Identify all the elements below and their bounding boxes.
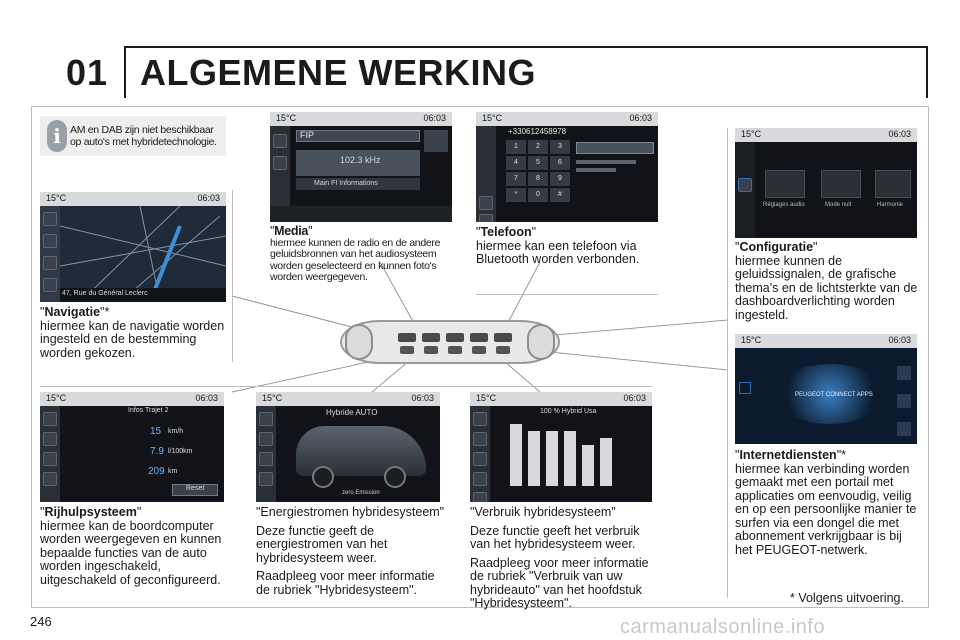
footnote: * Volgens uitvoering.: [790, 591, 904, 605]
info-note-text: AM en DAB zijn niet beschikbaar op auto'…: [70, 124, 217, 148]
telefoon-keypad: 1 2 3 4 5 6 7 8 9 * 0 #: [506, 140, 572, 202]
configuratie-caption: "Configuratie" hiermee kunnen de geluids…: [735, 240, 918, 322]
chapter-title: ALGEMENE WERKING: [140, 52, 537, 93]
divider: [476, 294, 658, 295]
media-screen: 15°C 06:03 FIP 102.3 kHz Main FI Informa…: [270, 112, 452, 222]
chapter-number: 01: [66, 52, 109, 93]
energie-caption: "Energiestromen hybridesysteem" Deze fun…: [256, 505, 445, 597]
media-caption: "Media" hiermee kunnen de radio en de an…: [270, 224, 441, 283]
telefoon-number: +330612458978: [508, 127, 567, 136]
navigatie-address: 47, Rue du Général Leclerc: [62, 290, 148, 297]
navigatie-screen: 15°C 06:03 47, Rue du Général Leclerc: [40, 192, 226, 302]
harmony-tile: [875, 170, 911, 198]
divider: [40, 386, 652, 387]
audio-settings-tile: [765, 170, 805, 198]
telefoon-caption: "Telefoon" hiermee kan een telefoon via …: [476, 225, 640, 266]
content-frame: [31, 106, 929, 608]
internet-label: PEUGEOT CONNECT APPS: [795, 392, 873, 398]
media-station: FIP: [300, 130, 315, 140]
media-info: Main FI Informations: [314, 180, 378, 187]
internet-screen: 15°C 06:03 PEUGEOT CONNECT APPS: [735, 334, 917, 444]
page-number: 246: [30, 614, 52, 629]
rijhulp-screen: 15°C 06:03 Infos Trajet 2 15 km/h 7.9 l/…: [40, 392, 224, 502]
header-rule: [124, 46, 928, 48]
left-knob: [345, 324, 373, 360]
divider: [232, 190, 233, 362]
navigatie-caption: "Navigatie"* hiermee kan de navigatie wo…: [40, 305, 225, 360]
consumption-bars: [510, 420, 630, 486]
info-icon: i: [47, 120, 67, 152]
info-note-box: [40, 116, 226, 156]
internet-caption: "Internetdiensten"* hiermee kan verbindi…: [735, 448, 917, 557]
header-rule-right: [926, 46, 928, 98]
energie-screen: 15°C 06:03 Hybride AUTO zero Emission: [256, 392, 440, 502]
divider: [727, 128, 728, 598]
rijhulp-caption: "Rijhulpsysteem" hiermee kan de boordcom…: [40, 505, 222, 587]
right-knob: [527, 324, 555, 360]
watermark: carmanualsonline.info: [620, 616, 826, 638]
verbruik-caption: "Verbruik hybridesysteem" Deze functie g…: [470, 505, 649, 610]
telefoon-screen: 15°C 06:03 +330612458978 1 2 3 4 5 6 7 8…: [476, 112, 658, 222]
media-frequency: 102.3 kHz: [340, 155, 381, 165]
verbruik-screen: 15°C 06:03 100 % Hybrid Usa: [470, 392, 652, 502]
configuratie-screen: 15°C 06:03 Réglages audio Mode nuit Harm…: [735, 128, 917, 238]
header-divider: [124, 46, 126, 98]
control-panel-image: [340, 320, 560, 364]
night-mode-tile: [821, 170, 861, 198]
